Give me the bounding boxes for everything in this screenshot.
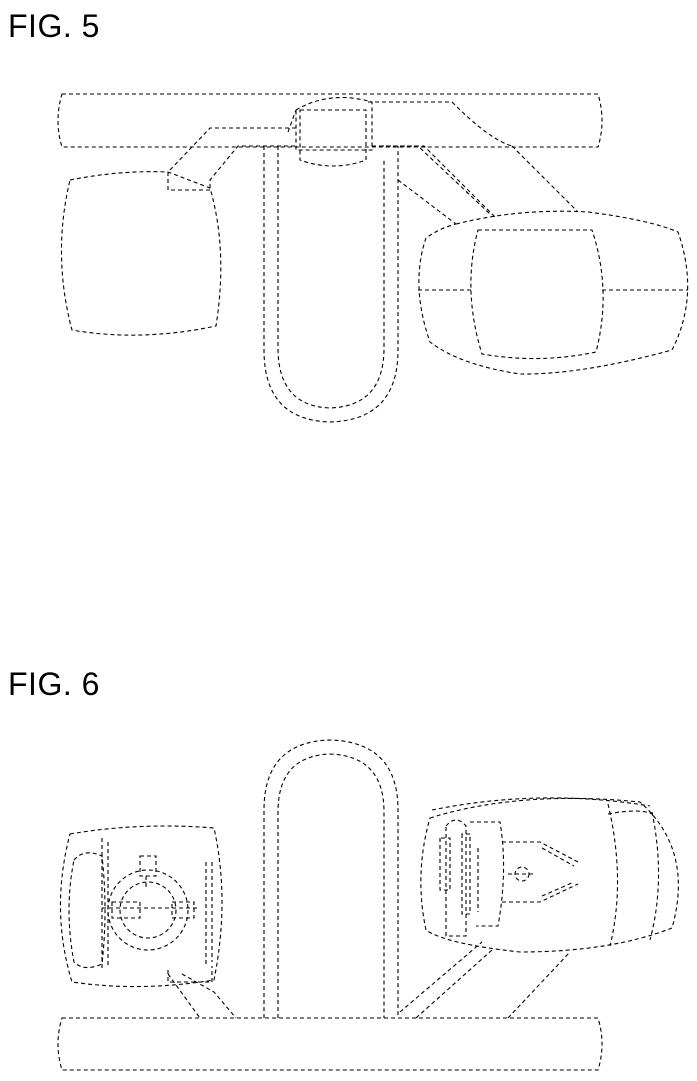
left-pad: [61, 172, 220, 335]
figure-5-drawing: [0, 80, 697, 440]
center-clamp: [288, 98, 372, 167]
top-crossbar: [58, 94, 602, 147]
right-pad: [418, 211, 688, 374]
figure-5-label: FIG. 5: [8, 10, 100, 42]
right-clamp-mechanism: [440, 820, 578, 936]
left-arm: [168, 966, 236, 1018]
bottom-crossbar: [58, 1018, 602, 1070]
right-arm: [368, 102, 578, 224]
u-loop-support: [264, 740, 398, 1018]
right-arm: [400, 942, 570, 1018]
left-pad: [60, 826, 222, 987]
u-loop-support: [264, 146, 398, 422]
left-ring-mechanism: [108, 856, 194, 950]
figure-6-label: FIG. 6: [8, 668, 100, 700]
left-arm: [168, 128, 296, 190]
figure-6-drawing: [0, 730, 697, 1081]
